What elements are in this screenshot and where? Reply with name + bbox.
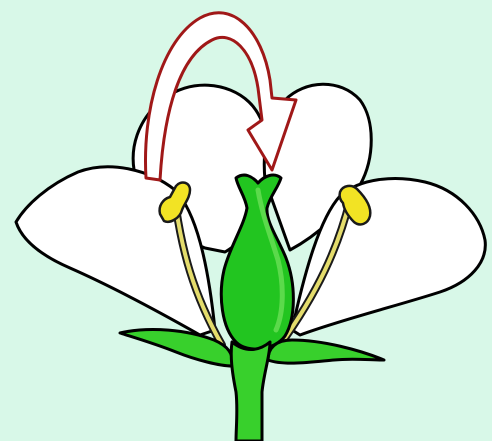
flower-diagram-svg	[0, 0, 492, 441]
flower-diagram	[0, 0, 492, 441]
